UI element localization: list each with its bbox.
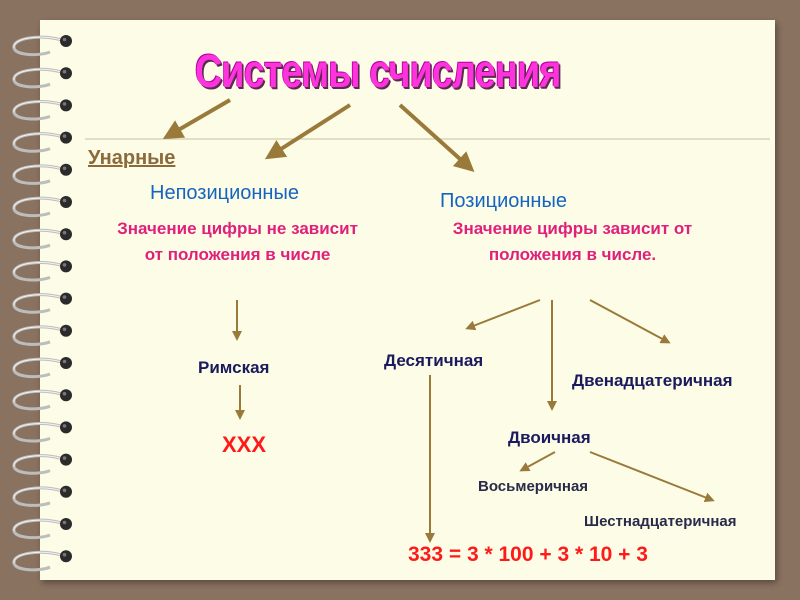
decimal-label: Десятичная [384, 351, 484, 370]
binding-ring [12, 35, 72, 57]
decimal-formula: 333 = 3 * 100 + 3 * 10 + 3 [408, 543, 648, 566]
binding-ring [12, 196, 72, 218]
binding-ring [12, 357, 72, 379]
binary-label: Двоичная [508, 428, 591, 447]
binding-ring [12, 67, 72, 89]
binding-ring [12, 421, 72, 443]
binding-ring [12, 228, 72, 250]
arrow-to-positional [398, 103, 475, 173]
binding-ring [12, 518, 72, 540]
arrow-to-octal [519, 451, 556, 472]
binding-ring [12, 292, 72, 314]
duodecimal-label: Двенадцатеричная [572, 371, 733, 390]
binding-ring [12, 99, 72, 121]
non-positional-heading: Непозиционные [150, 182, 299, 204]
binding-ring [12, 163, 72, 185]
positional-description: Значение цифры зависит от положения в чи… [452, 219, 693, 264]
binding-ring [12, 485, 72, 507]
arrow-to-decimal [465, 299, 541, 331]
binding-ring [12, 389, 72, 411]
spiral-binding [12, 35, 72, 572]
positional-heading: Позиционные [440, 190, 567, 212]
unary-label: Унарные [88, 147, 176, 169]
hexadecimal-label: Шестнадцатеричная [584, 513, 737, 530]
arrow-to-non-positional [264, 103, 352, 160]
roman-example: XXX [222, 432, 267, 457]
arrow-to-unary [162, 98, 232, 140]
non-positional-description: Значение цифры не зависит от положения в… [117, 219, 358, 264]
arrow-to-duodecimal [589, 299, 671, 344]
binding-ring [12, 131, 72, 153]
octal-label: Восьмеричная [478, 478, 589, 495]
roman-label: Римская [198, 358, 270, 377]
binding-ring [12, 324, 72, 346]
arrow-to-hexadecimal [589, 451, 715, 503]
binding-ring [12, 453, 72, 475]
page-title: Системы счисления [195, 45, 561, 97]
binding-ring [12, 260, 72, 282]
binding-ring [12, 550, 72, 572]
